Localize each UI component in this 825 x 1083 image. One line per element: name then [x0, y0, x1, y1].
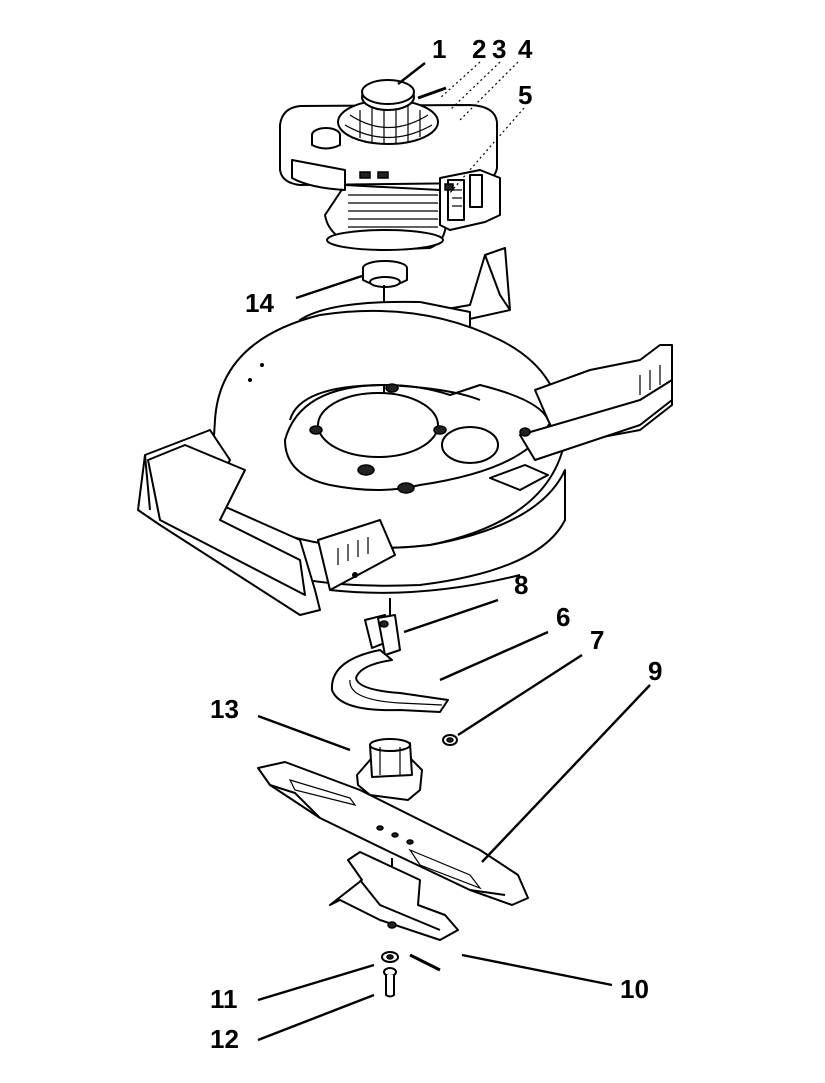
blade-stiffener — [329, 851, 459, 972]
flywheel-brake-assembly — [330, 614, 458, 746]
callout-8: 8 — [514, 570, 528, 600]
callout-3: 3 — [492, 34, 506, 64]
callout-14: 14 — [245, 288, 274, 318]
mower-blade — [257, 761, 529, 906]
callout-5: 5 — [518, 80, 532, 110]
engine — [279, 79, 501, 288]
callout-7: 7 — [590, 625, 604, 655]
callout-6: 6 — [556, 602, 570, 632]
callout-10: 10 — [620, 974, 649, 1004]
callout-1: 1 — [432, 34, 446, 64]
callout-2: 2 — [472, 34, 486, 64]
callout-13: 13 — [210, 694, 239, 724]
callout-9: 9 — [648, 656, 662, 686]
callout-11: 11 — [210, 984, 238, 1014]
leader-lines — [257, 61, 651, 1042]
blade-washer-and-bolt — [381, 951, 399, 998]
blade-adapter — [356, 738, 423, 801]
callout-labels: 1 2 3 4 5 14 8 6 7 9 13 10 11 12 — [210, 34, 662, 1054]
callout-12: 12 — [210, 1024, 239, 1054]
mower-deck — [137, 247, 673, 616]
callout-4: 4 — [518, 34, 533, 64]
